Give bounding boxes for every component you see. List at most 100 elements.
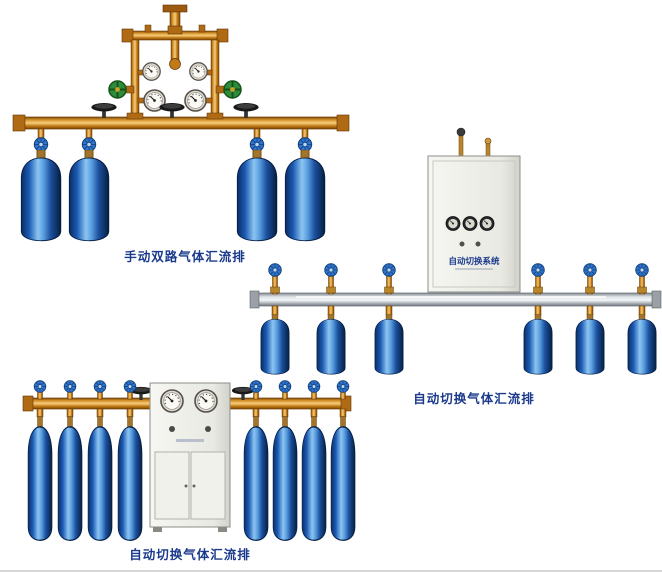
outlet-flange xyxy=(162,4,188,13)
pressure-gauge xyxy=(194,389,218,413)
cabinet-foot xyxy=(218,527,227,532)
cylinder-unit xyxy=(316,263,346,375)
pipe-fitting xyxy=(169,58,181,70)
cylinder-unit xyxy=(272,380,298,541)
cabinet-sublabel-line xyxy=(455,268,493,270)
cylinder-connector xyxy=(310,408,318,418)
door-handle xyxy=(192,484,196,488)
end-cap-left xyxy=(22,395,34,412)
cylinder-connector xyxy=(281,408,289,418)
pipe-nut xyxy=(637,286,647,294)
gas-cylinder xyxy=(301,416,327,541)
cylinder-unit xyxy=(87,380,113,541)
caption-auto-switch-right: 自动切换气体汇流排 xyxy=(413,392,535,406)
gas-cylinder xyxy=(374,314,404,375)
shutoff-valve-handwheel xyxy=(91,103,117,118)
cylinder-connector xyxy=(96,408,104,418)
pipe-nut xyxy=(533,286,543,294)
cylinder-connector xyxy=(253,128,261,139)
cylinder-unit xyxy=(57,380,83,541)
cylinder-valve-handwheel xyxy=(382,263,396,277)
cylinder-valve-handwheel xyxy=(93,380,107,393)
cylinder-connector xyxy=(385,305,393,316)
cylinder-connector xyxy=(271,305,279,316)
caption-manual-dual-manifold: 手动双路气体汇流排 xyxy=(124,250,246,264)
end-cap-left xyxy=(249,290,260,309)
indicator-light xyxy=(459,241,465,247)
pipe-nut xyxy=(326,286,336,294)
cylinder-valve-handwheel xyxy=(249,380,263,393)
cylinder-connector xyxy=(534,305,542,316)
riser-left xyxy=(130,39,140,120)
indicator-light xyxy=(475,241,481,247)
cylinder-valve-handwheel xyxy=(324,263,338,277)
cylinder-connector xyxy=(301,128,309,139)
manifold-pipe xyxy=(252,292,659,307)
cabinet-top-pipe xyxy=(458,133,464,157)
gas-cylinder xyxy=(20,150,62,242)
cylinder-connector xyxy=(327,305,335,316)
figure-auto-switch-right: 自动切换系统 xyxy=(249,127,662,375)
pressure-gauge xyxy=(160,389,184,413)
cylinder-connector xyxy=(37,128,45,139)
end-cap-right xyxy=(651,290,662,309)
cylinder-valve-handwheel xyxy=(268,263,282,277)
gas-cylinder xyxy=(68,150,110,242)
riser-right xyxy=(210,39,220,120)
cylinder-valve-handwheel xyxy=(249,137,265,152)
shutoff-valve-handwheel xyxy=(233,103,259,118)
cylinder-valve-handwheel xyxy=(583,263,597,277)
gas-cylinder xyxy=(260,314,290,375)
pressure-gauge xyxy=(189,62,208,81)
cylinder-group xyxy=(27,380,356,541)
gas-cylinder xyxy=(236,150,278,242)
cylinder-unit xyxy=(68,128,110,242)
cylinder-connector xyxy=(36,408,44,418)
cylinder-valve-handwheel xyxy=(635,263,649,277)
cylinder-connector xyxy=(126,408,134,418)
figure-manual-dual-manifold xyxy=(12,4,350,242)
cylinder-valve-handwheel xyxy=(81,137,97,152)
panel-knob xyxy=(169,426,175,432)
tee-fitting xyxy=(126,112,144,120)
pipe-nut xyxy=(585,286,595,294)
cylinder-valve-handwheel xyxy=(33,137,49,152)
pressure-gauge xyxy=(142,62,161,81)
door-handle xyxy=(184,484,188,488)
cylinder-valve-handwheel xyxy=(297,137,313,152)
figure-auto-switch-bottom xyxy=(22,380,356,541)
regulator-handwheel-green xyxy=(108,80,127,99)
pipe-highlight xyxy=(296,296,606,298)
panel-gauge xyxy=(445,216,461,231)
gas-cylinder xyxy=(575,314,605,375)
tee-fitting xyxy=(167,25,183,35)
gas-cylinder xyxy=(523,314,553,375)
cylinder-connector xyxy=(66,408,74,418)
elbow-fitting-right xyxy=(216,28,229,43)
cylinder-valve-handwheel xyxy=(278,380,292,393)
gas-cylinder xyxy=(272,416,298,541)
manifold-pipe xyxy=(15,116,347,130)
cylinder-unit xyxy=(243,380,269,541)
cylinder-unit xyxy=(330,380,356,541)
cylinder-group xyxy=(260,263,657,375)
pipe-fitting xyxy=(484,137,492,145)
cylinder-connector xyxy=(339,408,347,418)
cylinder-unit xyxy=(627,263,657,375)
elbow-fitting-left xyxy=(121,28,134,43)
cabinet-top-pipe xyxy=(485,142,491,157)
cabinet-foot xyxy=(153,527,162,532)
cylinder-unit xyxy=(20,128,62,242)
cylinder-unit xyxy=(236,128,278,242)
pipe-nut xyxy=(384,286,394,294)
cylinder-connector xyxy=(638,305,646,316)
gas-cylinder xyxy=(627,314,657,375)
gas-cylinder xyxy=(57,416,83,541)
pipe-nut xyxy=(270,286,280,294)
center-drop-pipe xyxy=(170,39,180,61)
cylinder-valve-handwheel xyxy=(33,380,47,393)
panel-gauge xyxy=(479,216,495,231)
bottom-border xyxy=(0,570,662,572)
